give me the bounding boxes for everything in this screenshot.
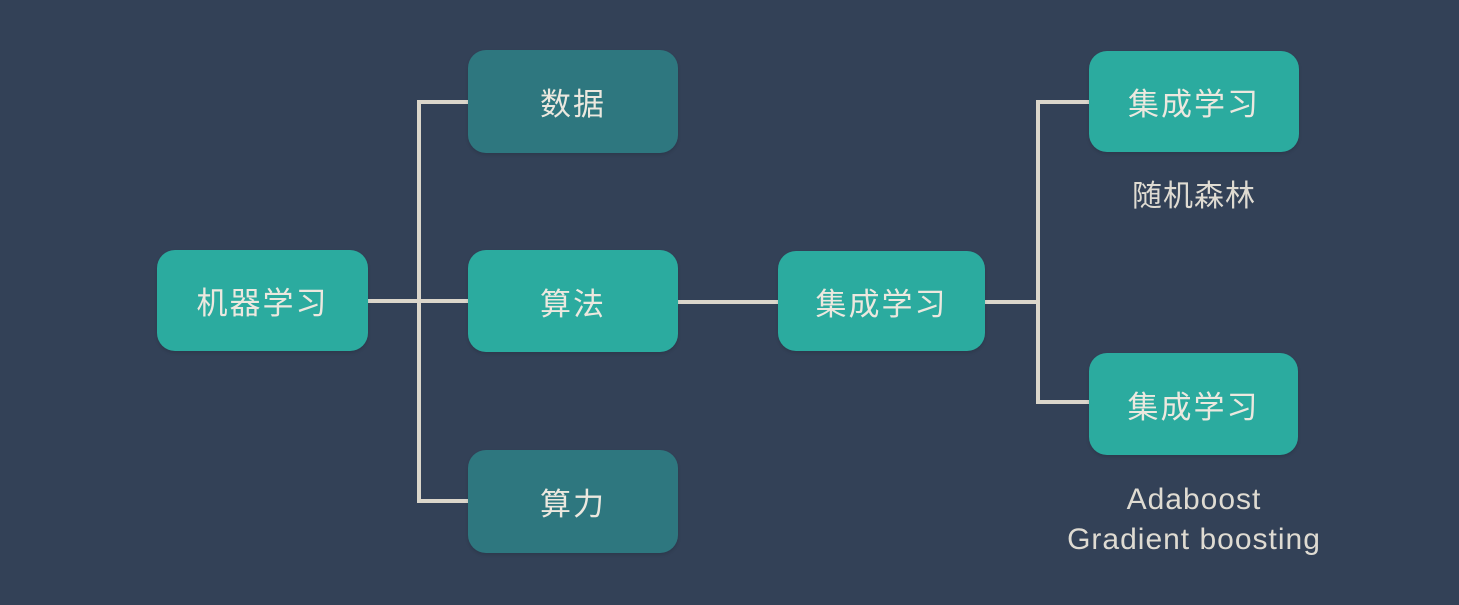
node-ensemble-top-label: 集成学习 xyxy=(1128,87,1260,122)
node-machine-learning[interactable]: 机器学习 xyxy=(157,250,368,351)
note-random-forest-line: 随机森林 xyxy=(1132,180,1256,213)
node-compute-power[interactable]: 算力 xyxy=(468,450,678,553)
connector-left-trunk xyxy=(417,100,421,503)
connector-ensemble-to-trunk xyxy=(985,300,1040,304)
note-adaboost-line: Adaboost xyxy=(1126,483,1262,516)
node-compute-power-label: 算力 xyxy=(540,487,606,522)
node-ensemble-top[interactable]: 集成学习 xyxy=(1089,51,1299,152)
node-algorithm[interactable]: 算法 xyxy=(468,250,678,352)
node-ensemble-bottom-label: 集成学习 xyxy=(1127,389,1260,425)
connector-algorithm-to-ensemble xyxy=(678,300,778,304)
node-machine-learning-label: 机器学习 xyxy=(196,286,329,321)
note-gradient-boosting-line: Gradient boosting xyxy=(1067,523,1321,556)
node-ensemble-learning[interactable]: 集成学习 xyxy=(778,251,985,351)
connector-branch-data xyxy=(417,100,468,104)
connector-branch-ensemble-top xyxy=(1036,100,1089,104)
node-ensemble-bottom[interactable]: 集成学习 xyxy=(1089,353,1298,455)
note-boosting[interactable]: Adaboost Gradient boosting xyxy=(1035,480,1353,560)
note-random-forest[interactable]: 随机森林 xyxy=(1089,177,1299,217)
node-data-label: 数据 xyxy=(540,87,606,122)
node-data[interactable]: 数据 xyxy=(468,50,678,153)
node-algorithm-label: 算法 xyxy=(540,286,606,322)
connector-branch-ensemble-bottom xyxy=(1036,400,1089,404)
connector-right-trunk xyxy=(1036,100,1040,404)
connector-branch-compute-power xyxy=(417,499,468,503)
node-ensemble-learning-label: 集成学习 xyxy=(815,286,948,322)
